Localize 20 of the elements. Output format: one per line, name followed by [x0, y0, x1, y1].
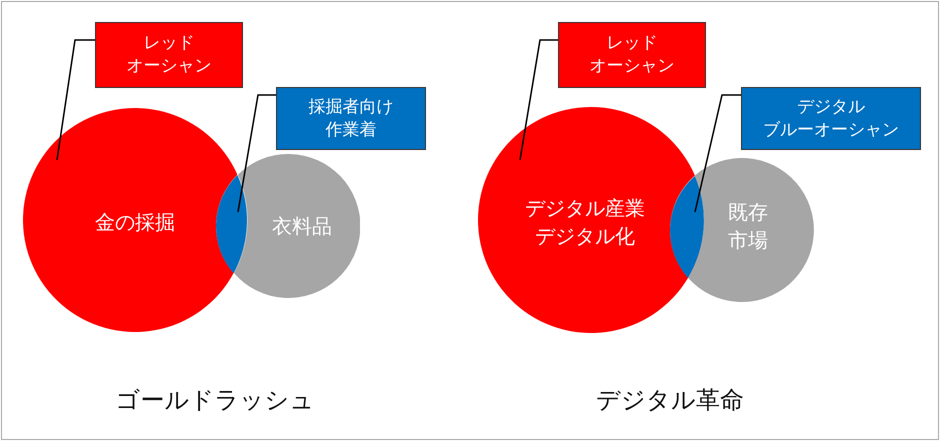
leader-line	[56, 39, 95, 160]
label-box	[558, 22, 706, 88]
circle-label: 衣料品	[270, 213, 333, 240]
circle-label: 金の採掘	[94, 209, 176, 236]
leader-line	[237, 94, 276, 212]
label-box	[95, 22, 243, 88]
circle-label: 既存市場	[726, 199, 769, 254]
overlap-region	[670, 176, 704, 278]
leader-line	[694, 94, 741, 212]
box-label: レッドオーシャン	[588, 32, 676, 78]
circle-label: デジタル産業デジタル化	[524, 195, 646, 250]
box-label: 採掘者向け作業着	[308, 96, 394, 142]
box-label: デジタルブルーオーシャン	[762, 96, 900, 142]
box-label: レッドオーシャン	[126, 32, 212, 78]
overlap-region	[216, 174, 247, 274]
label-box	[276, 87, 426, 150]
leader-line	[519, 39, 558, 160]
panel-caption: ゴールドラッシュ	[116, 385, 314, 416]
label-box	[741, 87, 921, 150]
panel-caption: デジタル革命	[596, 385, 744, 416]
